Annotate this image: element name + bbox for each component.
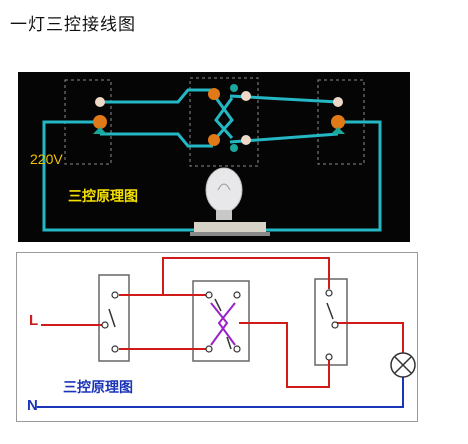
wire-upper-traveller: [100, 88, 213, 104]
neutral-label: N: [27, 397, 38, 414]
wire-mid-cross-a: [214, 97, 234, 139]
wire-left-outer: [42, 120, 194, 232]
page-title: 一灯三控接线图: [10, 15, 136, 35]
top-caption: 三控原理图: [68, 189, 138, 205]
cross-wire-a: [210, 302, 229, 346]
lamp-symbol: [390, 352, 416, 378]
wire-mid-cross-b: [214, 97, 234, 139]
cross-wire-b: [217, 302, 236, 346]
right-switch: [331, 97, 345, 134]
wire-lower-traveller: [100, 132, 213, 148]
wire-right-outer: [264, 120, 382, 232]
bottom-schematic-diagram: L N 三控原理图: [16, 252, 418, 422]
right-switch-frame: [317, 79, 365, 165]
neutral-wire: [37, 377, 404, 408]
right-to-lamp: [337, 322, 404, 353]
voltage-label: 220V: [30, 151, 63, 167]
top-wiring-diagram: 220V 三控原理图: [18, 72, 410, 242]
bottom-caption: 三控原理图: [63, 380, 133, 396]
top-diagram-svg: [42, 77, 382, 236]
bottom-diagram-svg: [37, 257, 416, 408]
mid-right-upper: [239, 322, 330, 388]
line-label: L: [29, 312, 39, 329]
light-bulb: [190, 167, 270, 236]
top-return-wire: [162, 257, 330, 295]
left-switch: [93, 97, 107, 134]
middle-switch: [208, 84, 251, 152]
